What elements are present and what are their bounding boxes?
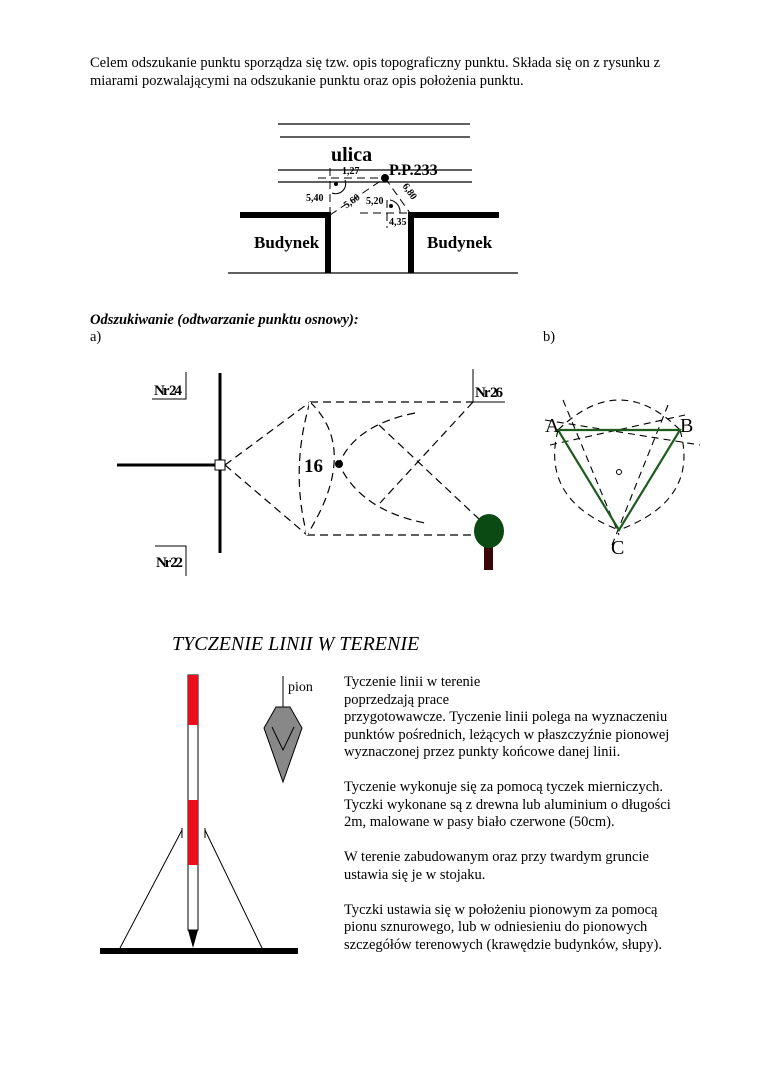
plumb-bob-icon bbox=[263, 706, 303, 784]
measure-label: 5,20 bbox=[366, 196, 384, 207]
text-line: 2m, malowane w pasy biało czerwone (50cm… bbox=[344, 814, 615, 830]
text-line: W terenie zabudowanym oraz przy twardym … bbox=[344, 849, 649, 865]
measure-label: 4,35 bbox=[389, 217, 407, 228]
intro-line: miarami pozwalającymi na odszukanie punk… bbox=[90, 72, 524, 89]
point-16-label: 16 bbox=[304, 456, 323, 477]
tree-trunk bbox=[484, 545, 493, 570]
text-line: Tyczenie linii w terenie bbox=[344, 674, 481, 690]
nr26-label: Nr 26 bbox=[475, 385, 504, 401]
text-line: ustawia się je w stojaku. bbox=[344, 866, 486, 883]
text-line: Tyczki wykonane są z drewna lub aluminiu… bbox=[344, 796, 671, 813]
building-label: Budynek bbox=[254, 233, 320, 252]
text-line: szczegółów terenowych (krawędzie budynkó… bbox=[344, 936, 662, 953]
text-line: punktów pośrednich, leżących w płaszczyź… bbox=[344, 726, 670, 743]
figure-label-b: b) bbox=[543, 329, 556, 345]
vertex-b-label: B bbox=[680, 415, 693, 437]
measure-label: 1,27 bbox=[342, 166, 360, 177]
intro-paragraph: Celem odszukanie punktu sporządza się tz… bbox=[90, 55, 660, 90]
text-line: przygotowawcze. Tyczenie linii polega na… bbox=[344, 709, 668, 725]
intro-line: Celem odszukanie punktu sporządza się tz… bbox=[90, 55, 661, 71]
building-label: Budynek bbox=[427, 233, 493, 252]
tyczenie-text: Tyczenie linii w terenie poprzedzają pra… bbox=[344, 674, 671, 954]
plumb-label: pion bbox=[288, 680, 313, 695]
measure-label: 5,40 bbox=[306, 193, 324, 204]
point-label: P.P.233 bbox=[389, 162, 438, 179]
text-line: poprzedzają prace bbox=[344, 691, 450, 708]
text-line: wyznaczonej przez punkty końcowe danej l… bbox=[344, 744, 621, 760]
vertex-a-label: A bbox=[545, 415, 560, 437]
tyczenie-title: TYCZENIE LINII W TERENIE bbox=[172, 633, 420, 655]
figure-label-a: a) bbox=[90, 329, 102, 345]
vertex-c-label: C bbox=[611, 537, 624, 559]
nr24-label: Nr 24 bbox=[154, 383, 183, 399]
triangle bbox=[556, 428, 682, 533]
text-line: Tyczenie wykonuje się za pomocą tyczek m… bbox=[344, 779, 664, 795]
section-heading: Odszukiwanie (odtwarzanie punktu osnowy)… bbox=[90, 312, 359, 328]
nr22-label: Nr 22 bbox=[156, 555, 183, 571]
text-line: Tyczki ustawia się w położeniu pionowym … bbox=[344, 901, 658, 918]
tree-icon bbox=[474, 514, 504, 548]
street-label: ulica bbox=[331, 144, 372, 166]
text-line: pionu sznurowego, lub w odniesieniu do p… bbox=[344, 919, 648, 935]
